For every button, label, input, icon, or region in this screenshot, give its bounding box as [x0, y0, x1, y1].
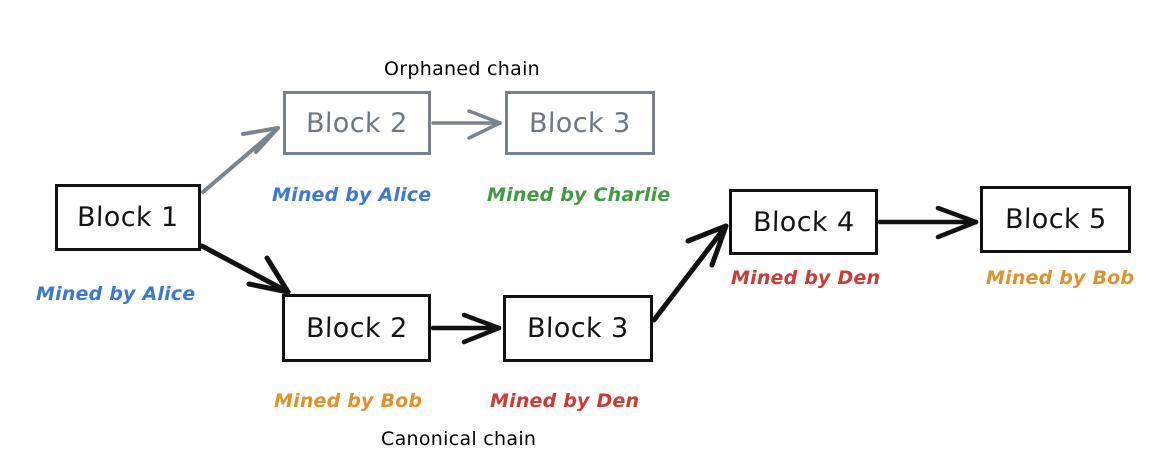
canonical-chain-label: Canonical chain — [381, 428, 537, 450]
block-node-block-3-orphan[interactable]: Block 3 — [505, 91, 655, 155]
block-label: Block 2 — [305, 107, 409, 139]
edge-block2-to-block3-orphan — [431, 109, 502, 140]
block-label: Block 2 — [305, 312, 408, 344]
miner-label-block-1: Mined by Alice — [36, 283, 196, 305]
miner-label-block-3-canon: Mined by Den — [490, 390, 640, 412]
block-label: Block 1 — [76, 202, 180, 233]
miner-label-block-2-orphan: Mined by Alice — [272, 184, 432, 206]
block-node-block-4[interactable]: Block 4 — [729, 189, 878, 255]
miner-label-block-4: Mined by Den — [731, 267, 881, 289]
block-node-block-2-orphan[interactable]: Block 2 — [283, 91, 431, 155]
miner-label-block-5: Mined by Bob — [986, 267, 1135, 289]
block-label: Block 3 — [526, 313, 630, 344]
miner-label-block-3-orphan: Mined by Charlie — [487, 184, 671, 206]
block-node-block-2-canon[interactable]: Block 2 — [282, 294, 431, 362]
edge-block3-to-block4 — [651, 223, 729, 323]
edge-block2-to-block3-canon — [430, 312, 502, 345]
edge-block1-to-block2-orphan — [201, 126, 280, 194]
edge-block4-to-block5 — [877, 205, 979, 240]
edge-block1-to-block2-canon — [199, 243, 291, 295]
block-label: Block 5 — [1004, 204, 1107, 235]
block-node-block-1[interactable]: Block 1 — [55, 184, 201, 251]
block-label: Block 4 — [752, 206, 855, 238]
miner-label-block-2-canon: Mined by Bob — [274, 390, 423, 412]
block-label: Block 3 — [528, 107, 632, 139]
block-node-block-5[interactable]: Block 5 — [980, 186, 1131, 253]
block-node-block-3-canon[interactable]: Block 3 — [503, 295, 653, 362]
orphaned-chain-label: Orphaned chain — [384, 58, 540, 80]
